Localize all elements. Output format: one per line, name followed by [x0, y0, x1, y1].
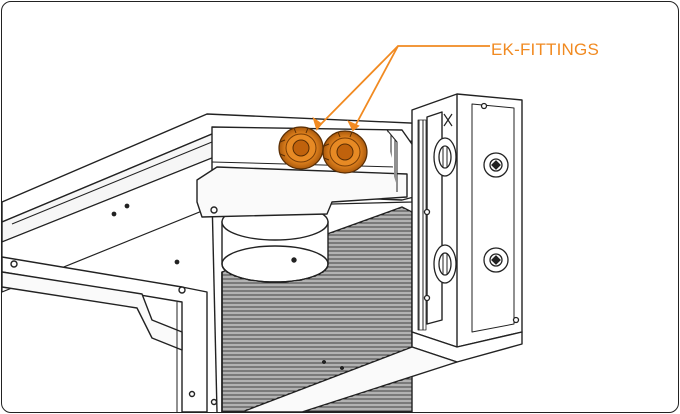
side-mount-panel	[411, 93, 523, 348]
frame-base	[241, 331, 523, 412]
callout-leader-lines	[312, 45, 490, 132]
ek-fitting-right	[322, 130, 368, 174]
ek-fitting-left	[278, 126, 324, 170]
left-bracket	[2, 256, 218, 412]
callout-label: EK-FITTINGS	[491, 40, 599, 59]
ek-fittings	[278, 126, 368, 174]
side-ports	[423, 102, 520, 324]
